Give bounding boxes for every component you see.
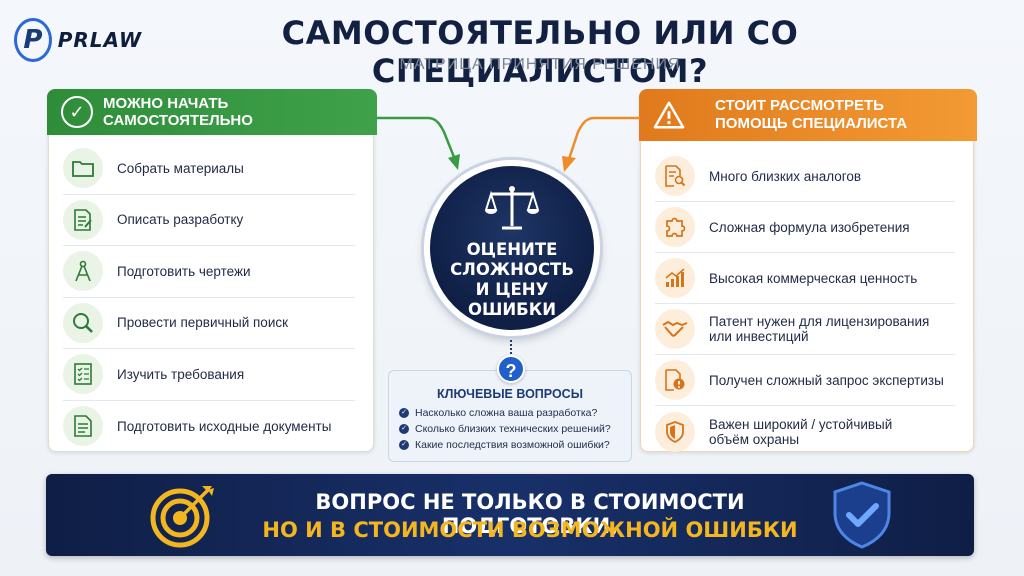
key-questions-box: КЛЮЧЕВЫЕ ВОПРОСЫ ✓ Насколько сложна ваша… bbox=[388, 370, 632, 462]
handshake-icon bbox=[655, 309, 695, 349]
question-text: Насколько сложна ваша разработка? bbox=[415, 407, 598, 419]
list-item: Получен сложный запрос экспертизы bbox=[655, 355, 955, 406]
specialist-title-line1: СТОИТ РАССМОТРЕТЬ bbox=[715, 97, 884, 114]
list-item-label: Патент нужен для лицензирования bbox=[709, 314, 930, 329]
list-item-label: Собрать материалы bbox=[117, 160, 244, 176]
banner-line2: НО И В СТОИМОСТИ ВОЗМОЖНОЙ ОШИБКИ bbox=[262, 518, 798, 542]
center-line1: ОЦЕНИТЕ bbox=[466, 240, 558, 259]
list-item-label: Высокая коммерческая ценность bbox=[709, 270, 918, 286]
bottom-banner: ВОПРОС НЕ ТОЛЬКО В СТОИМОСТИ ПОДГОТОВКИ,… bbox=[46, 474, 974, 556]
specialist-title-line2: ПОМОЩЬ СПЕЦИАЛИСТА bbox=[715, 115, 908, 132]
warning-triangle-icon bbox=[653, 99, 685, 131]
question-text: Какие последствия возможной ошибки? bbox=[415, 439, 610, 451]
list-item: Сложная формула изобретения bbox=[655, 202, 955, 253]
list-item-label-cont: объём охраны bbox=[709, 431, 800, 447]
document-search-icon bbox=[655, 156, 695, 196]
question-item: ✓ Сколько близких технических решений? bbox=[399, 421, 621, 437]
list-item-label: Провести первичный поиск bbox=[117, 315, 289, 331]
check-icon: ✓ bbox=[399, 440, 409, 450]
scales-icon bbox=[485, 186, 539, 230]
center-line2: СЛОЖНОСТЬ bbox=[450, 260, 574, 280]
list-item: Высокая коммерческая ценность bbox=[655, 253, 955, 304]
check-icon: ✓ bbox=[399, 408, 409, 418]
shield-icon bbox=[655, 411, 695, 452]
list-item-label: Сложная формула изобретения bbox=[709, 219, 910, 235]
center-line3: И ЦЕНУ ОШИБКИ bbox=[467, 280, 557, 320]
logo-mark: P bbox=[14, 18, 52, 62]
list-item: Описать разработку bbox=[63, 195, 355, 246]
list-item: Изучить требования bbox=[63, 349, 355, 401]
list-item: Провести первичный поиск bbox=[63, 298, 355, 349]
self-start-panel: ✓ МОЖНО НАЧАТЬ САМОСТОЯТЕЛЬНО Собрать ма… bbox=[47, 89, 377, 452]
self-start-header: ✓ МОЖНО НАЧАТЬ САМОСТОЯТЕЛЬНО bbox=[47, 89, 377, 135]
list-item-label: Подготовить чертежи bbox=[117, 263, 251, 279]
target-icon bbox=[150, 486, 214, 548]
question-item: ✓ Насколько сложна ваша разработка? bbox=[399, 405, 621, 421]
magnifier-icon bbox=[63, 302, 103, 343]
document-alert-icon bbox=[655, 360, 695, 400]
key-questions-title: КЛЮЧЕВЫЕ ВОПРОСЫ bbox=[437, 387, 583, 401]
page-title: САМОСТОЯТЕЛЬНО ИЛИ СО СПЕЦИАЛИСТОМ? bbox=[281, 14, 799, 90]
specialist-header: СТОИТ РАССМОТРЕТЬ ПОМОЩЬ СПЕЦИАЛИСТА bbox=[639, 89, 977, 141]
puzzle-icon bbox=[655, 207, 695, 247]
list-item: Собрать материалы bbox=[63, 143, 355, 195]
checklist-icon bbox=[63, 354, 103, 395]
decision-circle: ОЦЕНИТЕ СЛОЖНОСТЬ И ЦЕНУ ОШИБКИ bbox=[424, 160, 600, 336]
question-item: ✓ Какие последствия возможной ошибки? bbox=[399, 437, 621, 453]
document-icon bbox=[63, 406, 103, 447]
list-item-label-cont: или инвестиций bbox=[709, 329, 809, 344]
growth-chart-icon bbox=[655, 258, 695, 298]
specialist-panel: СТОИТ РАССМОТРЕТЬ ПОМОЩЬ СПЕЦИАЛИСТА Мно… bbox=[639, 89, 977, 452]
arrow-left-icon bbox=[376, 116, 460, 170]
list-item: Подготовить чертежи bbox=[63, 246, 355, 298]
list-item-label: Изучить требования bbox=[117, 366, 245, 382]
shield-check-icon bbox=[833, 481, 891, 549]
check-circle-icon: ✓ bbox=[61, 96, 93, 128]
list-item-label: Подготовить исходные документы bbox=[117, 418, 332, 434]
page-subtitle: МАТРИЦА ПРИНЯТИЯ РЕШЕНИЯ bbox=[399, 56, 681, 73]
folder-icon bbox=[63, 148, 103, 189]
arrow-right-icon bbox=[562, 116, 640, 172]
banner-line1: ВОПРОС НЕ ТОЛЬКО В СТОИМОСТИ ПОДГОТОВКИ, bbox=[315, 490, 745, 538]
self-start-list: Собрать материалы Описать разработку Под… bbox=[63, 143, 355, 452]
list-item: Важен широкий / устойчивый объём охраны bbox=[655, 406, 955, 457]
connector bbox=[510, 340, 512, 354]
check-icon: ✓ bbox=[399, 424, 409, 434]
logo-text: PRLAW bbox=[57, 28, 142, 52]
question-text: Сколько близких технических решений? bbox=[415, 423, 611, 435]
list-item-label: Описать разработку bbox=[117, 212, 244, 228]
compass-icon bbox=[63, 251, 103, 292]
question-mark-icon: ? bbox=[497, 355, 525, 383]
self-start-title: МОЖНО НАЧАТЬ САМОСТОЯТЕЛЬНО bbox=[103, 95, 253, 129]
specialist-list: Много близких аналогов Сложная формула и… bbox=[655, 151, 955, 457]
list-item-label: Много близких аналогов bbox=[709, 168, 862, 184]
document-edit-icon bbox=[63, 199, 103, 240]
list-item: Патент нужен для лицензирования или инве… bbox=[655, 304, 955, 355]
list-item: Подготовить исходные документы bbox=[63, 401, 355, 453]
logo: P PRLAW bbox=[14, 12, 142, 68]
list-item-label: Получен сложный запрос экспертизы bbox=[709, 372, 944, 388]
list-item-label: Важен широкий / устойчивый bbox=[709, 416, 893, 432]
list-item: Много близких аналогов bbox=[655, 151, 955, 202]
